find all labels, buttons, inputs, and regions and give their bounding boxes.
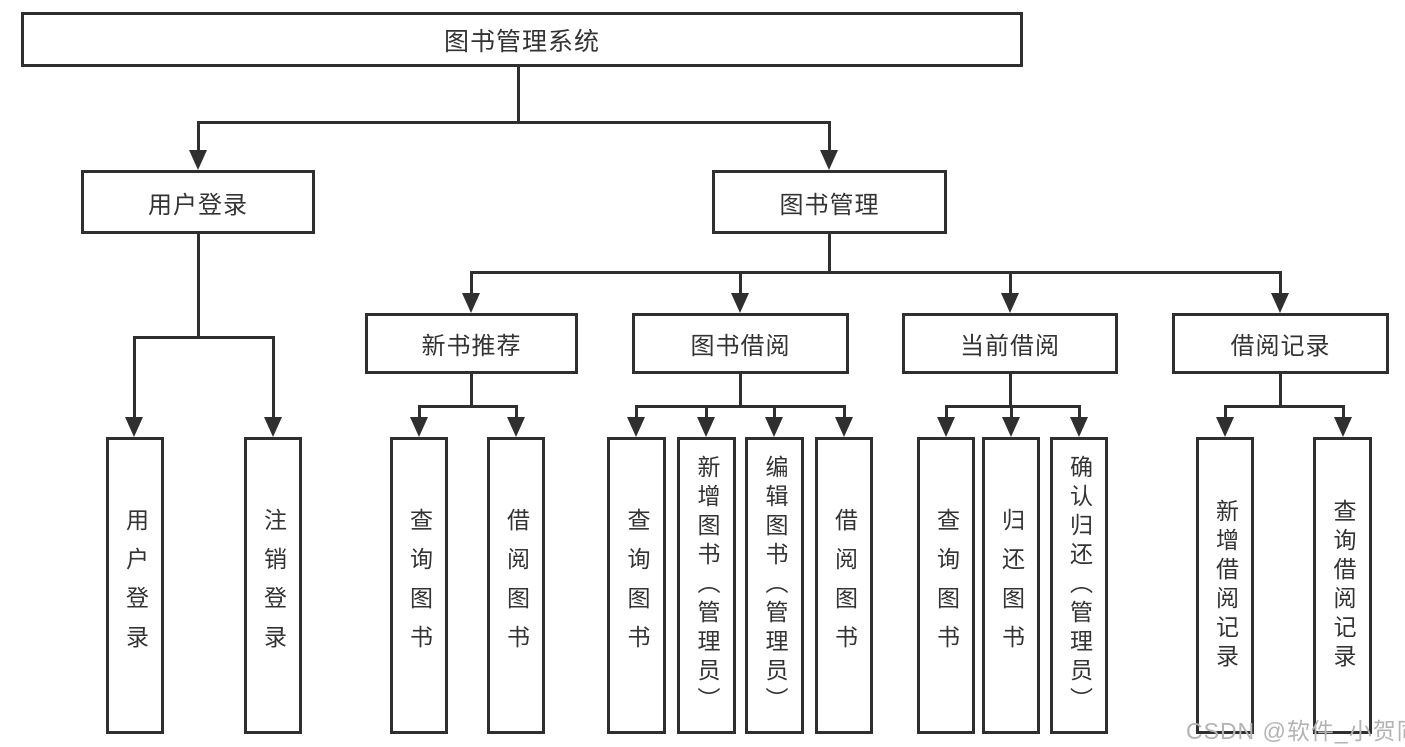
connector-line xyxy=(197,121,200,151)
leaf-logout-label: 注销登录 xyxy=(260,507,287,664)
connector-line xyxy=(773,405,776,418)
node-current-borrowing-label: 当前借阅 xyxy=(960,333,1060,360)
connector-line xyxy=(945,405,948,418)
leaf-user-login: 用户登录 xyxy=(106,437,164,734)
leaf-return-books: 归还图书 xyxy=(982,437,1040,734)
node-root: 图书管理系统 xyxy=(21,12,1023,67)
connector-line xyxy=(1078,405,1081,418)
node-new-book-recommend: 新书推荐 xyxy=(365,313,578,374)
arrow-down-icon xyxy=(627,417,645,437)
connector-line xyxy=(517,67,520,121)
connector-line xyxy=(418,405,421,418)
leaf-edit-books-admin-label: 编辑图书（管理员） xyxy=(762,455,788,716)
arrow-down-icon xyxy=(1002,417,1020,437)
node-borrowing-records-label: 借阅记录 xyxy=(1230,333,1331,360)
node-current-borrowing: 当前借阅 xyxy=(902,313,1118,374)
connector-line xyxy=(843,405,846,418)
connector-line xyxy=(1279,374,1282,408)
connector-line xyxy=(1009,374,1012,408)
connector-line xyxy=(133,336,136,418)
connector-line xyxy=(739,271,742,294)
connector-line xyxy=(739,374,742,408)
node-book-borrowing-label: 图书借阅 xyxy=(690,333,791,360)
leaf-borrow-books: 借阅图书 xyxy=(815,437,873,734)
leaf-user-login-label: 用户登录 xyxy=(122,507,149,664)
connector-line xyxy=(272,336,275,418)
connector-line xyxy=(470,374,473,408)
leaf-query-borrow-record: 查询借阅记录 xyxy=(1313,437,1372,734)
arrow-down-icon xyxy=(1216,417,1234,437)
arrow-down-icon xyxy=(1271,293,1289,313)
arrow-down-icon xyxy=(835,417,853,437)
arrow-down-icon xyxy=(410,417,428,437)
node-book-management-label: 图书管理 xyxy=(779,191,880,219)
leaf-borrow-books-recommend: 借阅图书 xyxy=(487,437,545,734)
leaf-query-books-current: 查询图书 xyxy=(917,437,975,734)
node-new-book-recommend-label: 新书推荐 xyxy=(421,333,522,360)
node-borrowing-records: 借阅记录 xyxy=(1172,313,1389,374)
arrow-down-icon xyxy=(264,417,282,437)
arrow-down-icon xyxy=(1070,417,1088,437)
node-root-label: 图书管理系统 xyxy=(443,27,600,56)
leaf-add-borrow-record-label: 新增借阅记录 xyxy=(1212,498,1239,673)
leaf-add-borrow-record: 新增借阅记录 xyxy=(1196,437,1254,734)
arrow-down-icon xyxy=(1334,417,1352,437)
arrow-down-icon xyxy=(731,293,749,313)
connector-line xyxy=(197,234,200,339)
connector-line xyxy=(828,121,831,151)
connector-line xyxy=(1342,405,1345,418)
connector-line xyxy=(945,405,1081,408)
connector-line xyxy=(1009,271,1012,294)
arrow-down-icon xyxy=(125,417,143,437)
node-user-login: 用户登录 xyxy=(81,170,315,234)
arrow-down-icon xyxy=(820,150,838,170)
arrow-down-icon xyxy=(462,293,480,313)
connector-line xyxy=(828,234,831,274)
arrow-down-icon xyxy=(697,417,715,437)
arrow-down-icon xyxy=(507,417,525,437)
connector-line xyxy=(705,405,708,418)
leaf-edit-books-admin: 编辑图书（管理员） xyxy=(745,437,804,734)
connector-line xyxy=(1224,405,1345,408)
connector-line xyxy=(1010,405,1013,418)
leaf-query-books-borrowing: 查询图书 xyxy=(607,437,666,734)
leaf-return-books-label: 归还图书 xyxy=(998,507,1025,664)
connector-line xyxy=(197,121,831,124)
leaf-confirm-return-admin: 确认归还（管理员） xyxy=(1050,437,1108,734)
leaf-logout: 注销登录 xyxy=(244,437,302,734)
leaf-query-borrow-record-label: 查询借阅记录 xyxy=(1330,498,1356,673)
watermark: CSDN @软件_小贺同学 xyxy=(1186,718,1405,744)
node-user-login-label: 用户登录 xyxy=(148,191,248,219)
connector-line xyxy=(1224,405,1227,418)
connector-line xyxy=(1279,271,1282,294)
connector-line xyxy=(515,405,518,418)
leaf-add-books-admin-label: 新增图书（管理员） xyxy=(694,455,720,716)
leaf-confirm-return-admin-label: 确认归还（管理员） xyxy=(1066,455,1093,716)
connector-line xyxy=(470,271,1282,274)
arrow-down-icon xyxy=(1001,293,1019,313)
leaf-query-books-recommend-label: 查询图书 xyxy=(406,507,433,664)
leaf-query-books-current-label: 查询图书 xyxy=(933,507,960,664)
connector-line xyxy=(133,336,275,339)
node-book-borrowing: 图书借阅 xyxy=(632,313,849,374)
connector-line xyxy=(635,405,638,418)
leaf-borrow-books-label: 借阅图书 xyxy=(831,507,858,664)
arrow-down-icon xyxy=(765,417,783,437)
connector-line xyxy=(635,405,846,408)
connector-line xyxy=(418,405,518,408)
leaf-query-books-borrowing-label: 查询图书 xyxy=(624,507,650,664)
node-book-management: 图书管理 xyxy=(712,170,947,234)
leaf-add-books-admin: 新增图书（管理员） xyxy=(677,437,736,734)
leaf-borrow-books-recommend-label: 借阅图书 xyxy=(503,507,530,664)
connector-line xyxy=(470,271,473,294)
leaf-query-books-recommend: 查询图书 xyxy=(390,437,448,734)
arrow-down-icon xyxy=(937,417,955,437)
arrow-down-icon xyxy=(189,150,207,170)
